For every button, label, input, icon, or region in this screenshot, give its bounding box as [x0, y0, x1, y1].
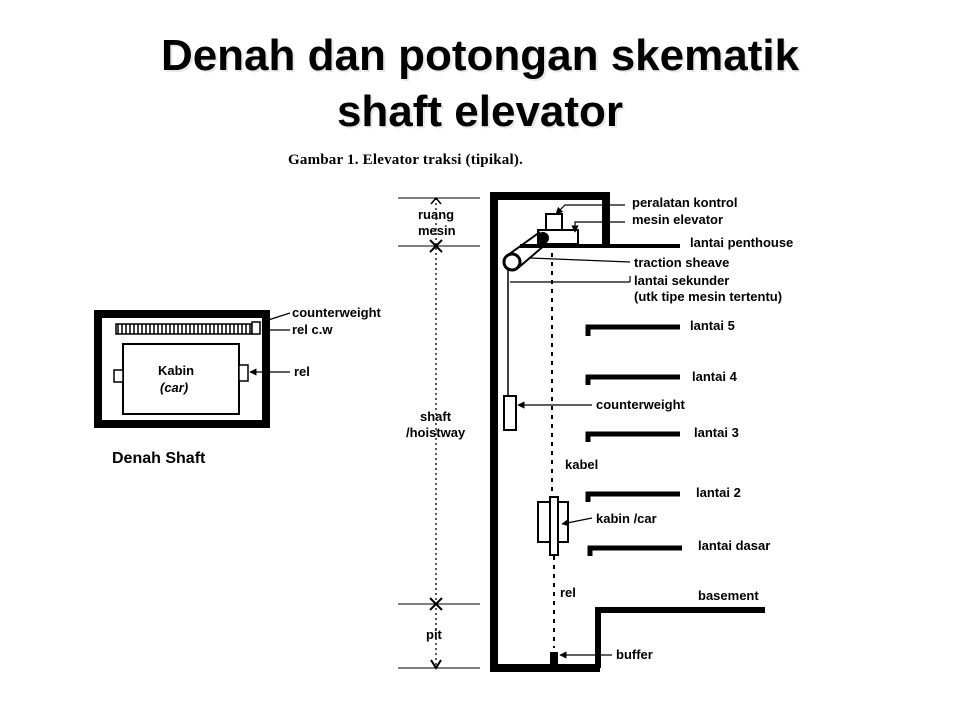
leader-sheave	[529, 257, 631, 263]
label-rail: rel	[560, 585, 576, 600]
sheave-belt	[507, 231, 541, 256]
plan-cabin	[122, 343, 240, 415]
label-floor2: lantai 2	[696, 485, 741, 500]
leader-machine	[571, 221, 625, 233]
shaft-section: ruang mesin shaft /hoistway pit peralata…	[398, 192, 793, 672]
plan-cabin-label: Kabin	[158, 363, 194, 378]
dim-arrow-bottom	[430, 659, 442, 670]
label-floor5: lantai 5	[690, 318, 735, 333]
sheave-belt-2	[517, 243, 547, 269]
dim-shaft-line2: /hoistway	[406, 425, 466, 440]
label-control: peralatan kontrol	[632, 195, 737, 210]
label-basement: basement	[698, 588, 759, 603]
floor-5-slab	[585, 324, 680, 336]
label-cable: kabel	[565, 457, 598, 472]
traction-sheave	[502, 252, 522, 272]
plan-cabin-sublabel: (car)	[160, 380, 188, 395]
shaft-plan: Kabin (car) counterweight rel c.w rel De…	[94, 305, 382, 467]
basement-slab	[595, 607, 765, 668]
label-car: kabin /car	[596, 511, 657, 526]
label-floor4: lantai 4	[692, 369, 738, 384]
plan-counterweight-label: counterweight	[292, 305, 382, 320]
plan-rel-cw-label: rel c.w	[292, 322, 333, 337]
label-secondary-floor: lantai sekunder	[634, 273, 729, 288]
ground-floor-slab	[587, 545, 682, 556]
buffer	[550, 652, 558, 664]
floor-2-slab	[585, 491, 680, 502]
label-penthouse: lantai penthouse	[690, 235, 793, 250]
dim-machine-room-line1: ruang	[418, 207, 454, 222]
label-floor3: lantai 3	[694, 425, 739, 440]
page-title: Denah dan potongan skematik shaft elevat…	[0, 28, 960, 140]
label-secondary-note: (utk tipe mesin tertentu)	[634, 289, 782, 304]
dim-pit: pit	[426, 627, 443, 642]
label-sheave: traction sheave	[634, 255, 729, 270]
dim-machine-room-line2: mesin	[418, 223, 456, 238]
label-buffer: buffer	[616, 647, 653, 662]
plan-rel-cw	[251, 321, 261, 335]
plan-leader-cw	[261, 312, 291, 324]
leader-car	[561, 517, 593, 527]
title-line-2: shaft elevator	[336, 87, 624, 136]
plan-rail-right	[238, 364, 249, 382]
section-shaft-left-wall	[490, 194, 600, 672]
floor-4-slab	[585, 374, 680, 385]
car-body	[549, 496, 559, 556]
section-shaft-top	[490, 192, 610, 246]
plan-shaft-wall	[94, 310, 270, 428]
floor-3-slab	[585, 431, 680, 442]
counterweight-block	[503, 395, 517, 431]
plan-rail-left	[113, 369, 124, 383]
figure-caption: Gambar 1. Elevator traksi (tipikal).	[288, 152, 523, 168]
plan-counterweight	[115, 323, 253, 335]
dim-cross-2	[429, 597, 443, 611]
machine-pulley	[537, 232, 549, 244]
plan-title: Denah Shaft	[112, 450, 206, 467]
leader-control	[555, 204, 625, 215]
dim-cross-1	[429, 239, 443, 253]
dim-arrow-top	[430, 196, 442, 205]
label-machine: mesin elevator	[632, 212, 723, 227]
title-line-1: Denah dan potongan skematik	[160, 31, 800, 80]
plan-rel-label: rel	[294, 364, 310, 379]
dim-shaft-line1: shaft	[420, 409, 452, 424]
label-ground: lantai dasar	[698, 538, 770, 553]
label-counterweight: counterweight	[596, 397, 686, 412]
